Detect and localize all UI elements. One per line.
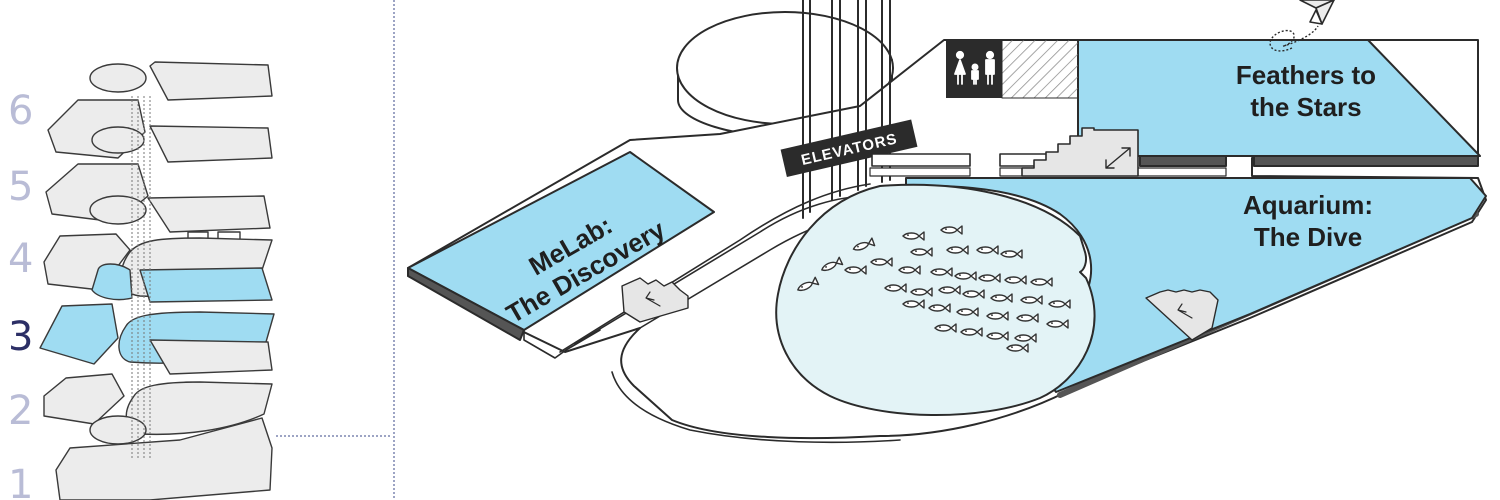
level-stack-shaft: [131, 96, 151, 460]
level-6-floor[interactable]: [47, 61, 273, 159]
aquarium-title-line2: The Dive: [1254, 222, 1362, 252]
feathers-title-line2: the Stars: [1250, 92, 1361, 122]
floor-plan: ELEVATORS: [407, 0, 1487, 444]
level-label-5[interactable]: 5: [8, 164, 33, 210]
level-label-2[interactable]: 2: [8, 388, 33, 434]
stairs-right-icon[interactable]: [1145, 289, 1219, 341]
restroom-area[interactable]: [946, 39, 1079, 99]
family-restroom-glyph: [954, 50, 995, 85]
stairs-left-icon[interactable]: [621, 277, 689, 323]
level-2-floor[interactable]: [43, 339, 273, 445]
level-selector: 6 5 4 3 2 1: [8, 61, 275, 500]
level-label-4[interactable]: 4: [8, 236, 33, 282]
aquarium-title-line1: Aquarium:: [1243, 190, 1373, 220]
paper-plane-icon: [1269, 0, 1335, 52]
stairs-icon[interactable]: [1021, 127, 1139, 177]
level-stack-floors: [39, 61, 275, 500]
level-label-6[interactable]: 6: [8, 88, 33, 134]
feathers-title-line1: Feathers to: [1236, 60, 1376, 90]
aquarium-pool: [775, 183, 1096, 417]
zone-melab[interactable]: [407, 151, 715, 359]
level-1-floor[interactable]: [55, 417, 273, 500]
level-label-1[interactable]: 1: [8, 462, 33, 500]
level-label-3-active[interactable]: 3: [8, 314, 33, 360]
